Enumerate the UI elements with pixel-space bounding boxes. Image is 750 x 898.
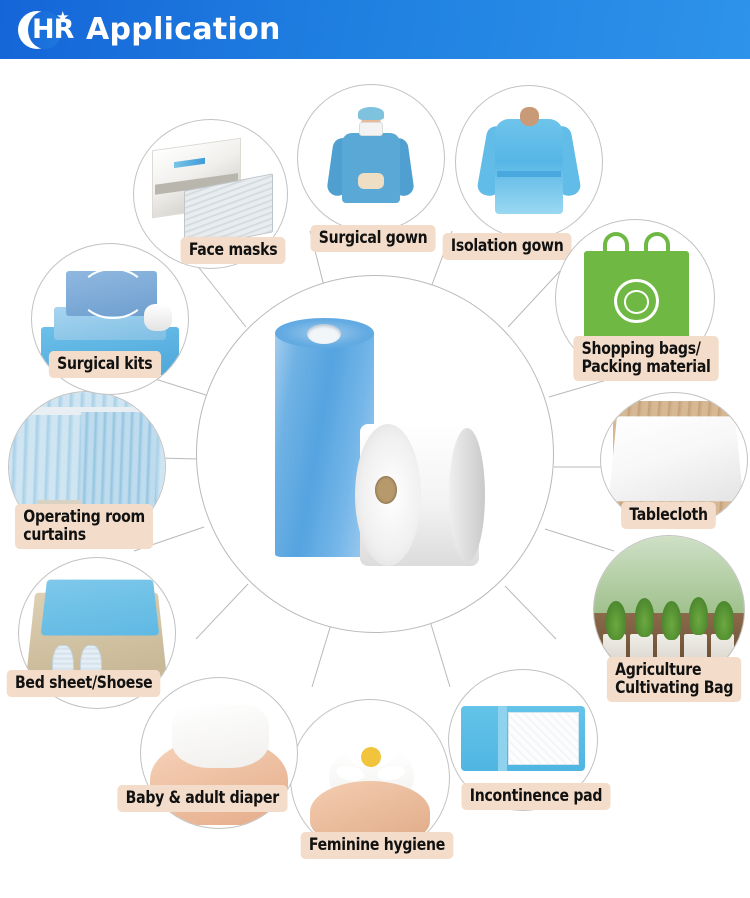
white-roll-edge [449,428,485,562]
star-icon: ★ [56,8,70,26]
label-agriculture-bag: Agriculture Cultivating Bag [606,657,742,702]
label-surgical-gown: Surgical gown [310,225,436,252]
center-product-circle [196,275,554,633]
photo-shopping-bags [556,220,714,376]
label-isolation-gown: Isolation gown [442,233,572,260]
logo-hr-text: HR [32,13,74,45]
page-title: Application [86,12,281,47]
page-header: HR ★ Application [0,0,750,59]
node-shopping-bags[interactable] [555,219,715,377]
crescent-cutout [28,10,62,49]
brand-logo: HR ★ [16,8,78,52]
node-isolation-gown[interactable] [455,85,603,239]
node-surgical-gown[interactable] [297,84,445,232]
label-tablecloth: Tablecloth [621,502,717,529]
label-baby-adult-diaper: Baby & adult diaper [117,785,288,812]
white-roll-core-hole [375,476,397,504]
label-incontinence-pad: Incontinence pad [461,783,611,810]
label-operating-room-curtains: Operating room curtains [15,504,154,549]
photo-incontinence-pad [449,670,597,810]
blue-roll-core-hole [307,324,341,344]
label-bed-sheet-shoese: Bed sheet/Shoese [6,670,161,697]
label-surgical-kits: Surgical kits [48,351,161,378]
label-face-masks: Face masks [180,237,286,264]
label-feminine-hygiene: Feminine hygiene [300,832,454,859]
label-shopping-bags: Shopping bags/ Packing material [573,336,719,381]
photo-tablecloth [601,393,747,527]
photo-surgical-gown [298,85,444,231]
photo-isolation-gown [456,86,602,238]
application-diagram: Face masks Surgical gown Isolation gown … [0,59,750,898]
